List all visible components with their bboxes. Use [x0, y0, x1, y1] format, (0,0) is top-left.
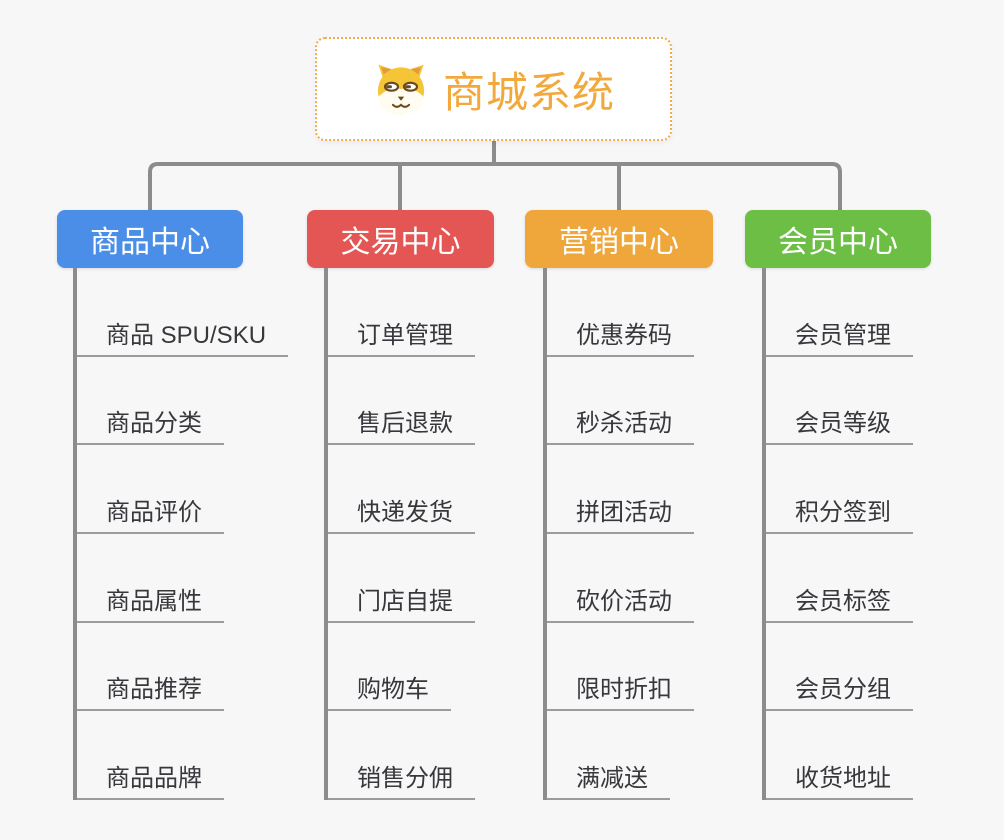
leaf-node[interactable]: 满减送 — [543, 758, 670, 801]
leaf-node[interactable]: 收货地址 — [762, 758, 913, 801]
branch-head-trade[interactable]: 交易中心 — [307, 210, 494, 268]
dog-face-icon — [377, 64, 425, 115]
leaf-node[interactable]: 销售分佣 — [324, 758, 475, 801]
root-title: 商城系统 — [442, 68, 615, 116]
leaf-row: 会员分组 — [762, 623, 913, 712]
leaf-row: 会员等级 — [762, 357, 913, 446]
leaf-node[interactable]: 会员管理 — [762, 315, 913, 357]
leaf-row: 秒杀活动 — [543, 357, 694, 446]
branch-children-trade: 订单管理 售后退款 快递发货 门店自提 购物车 销售分佣 — [324, 268, 475, 801]
leaf-row: 订单管理 — [324, 268, 475, 357]
leaf-row: 商品 SPU/SKU — [73, 268, 289, 357]
leaf-node[interactable]: 商品推荐 — [73, 669, 224, 712]
branch-head-marketing[interactable]: 营销中心 — [525, 210, 713, 268]
branch-children-product: 商品 SPU/SKU 商品分类 商品评价 商品属性 商品推荐 商品品牌 — [73, 268, 289, 801]
leaf-node[interactable]: 会员等级 — [762, 403, 913, 446]
leaf-node[interactable]: 商品 SPU/SKU — [73, 315, 289, 357]
leaf-node[interactable]: 商品品牌 — [73, 758, 224, 801]
leaf-row: 商品推荐 — [73, 623, 224, 712]
leaf-row: 购物车 — [324, 623, 451, 712]
branch-column-member: 会员中心 会员管理 会员等级 积分签到 会员标签 会员分组 收货地址 — [745, 210, 931, 801]
branch-column-product: 商品中心 商品 SPU/SKU 商品分类 商品评价 商品属性 商品推荐 商品品牌 — [57, 210, 289, 801]
leaf-node[interactable]: 商品属性 — [73, 581, 224, 623]
leaf-node[interactable]: 限时折扣 — [543, 669, 694, 712]
rail-with-outer-drops — [148, 162, 842, 210]
leaf-row: 优惠券码 — [543, 268, 694, 357]
branch-column-trade: 交易中心 订单管理 售后退款 快递发货 门店自提 购物车 销售分佣 — [307, 210, 494, 801]
leaf-node[interactable]: 拼团活动 — [543, 492, 694, 535]
leaf-node[interactable]: 会员分组 — [762, 669, 913, 712]
leaf-node[interactable]: 商品分类 — [73, 403, 224, 446]
leaf-row: 积分签到 — [762, 445, 913, 535]
leaf-row: 商品属性 — [73, 534, 224, 623]
leaf-row: 砍价活动 — [543, 534, 694, 623]
leaf-row: 商品评价 — [73, 445, 224, 535]
leaf-node[interactable]: 优惠券码 — [543, 315, 694, 357]
leaf-row: 会员标签 — [762, 534, 913, 623]
leaf-row: 拼团活动 — [543, 445, 694, 535]
leaf-node[interactable]: 商品评价 — [73, 492, 224, 535]
leaf-node[interactable]: 售后退款 — [324, 403, 475, 446]
branch-head-product[interactable]: 商品中心 — [57, 210, 243, 268]
leaf-node[interactable]: 门店自提 — [324, 581, 475, 623]
branch-children-member: 会员管理 会员等级 积分签到 会员标签 会员分组 收货地址 — [762, 268, 913, 801]
leaf-node[interactable]: 订单管理 — [324, 315, 475, 357]
root-node[interactable]: 商城系统 — [315, 37, 672, 141]
leaf-node[interactable]: 积分签到 — [762, 492, 913, 535]
leaf-row: 门店自提 — [324, 534, 475, 623]
leaf-node[interactable]: 砍价活动 — [543, 581, 694, 623]
leaf-row: 销售分佣 — [324, 711, 475, 801]
branch-children-marketing: 优惠券码 秒杀活动 拼团活动 砍价活动 限时折扣 满减送 — [543, 268, 694, 801]
branch-column-marketing: 营销中心 优惠券码 秒杀活动 拼团活动 砍价活动 限时折扣 满减送 — [525, 210, 713, 801]
leaf-node[interactable]: 购物车 — [324, 669, 451, 712]
branch-head-member[interactable]: 会员中心 — [745, 210, 931, 268]
leaf-node[interactable]: 秒杀活动 — [543, 403, 694, 446]
leaf-row: 满减送 — [543, 711, 670, 801]
leaf-row: 限时折扣 — [543, 623, 694, 712]
leaf-node[interactable]: 会员标签 — [762, 581, 913, 623]
leaf-row: 收货地址 — [762, 711, 913, 801]
leaf-node[interactable]: 快递发货 — [324, 492, 475, 535]
leaf-row: 会员管理 — [762, 268, 913, 357]
leaf-row: 商品分类 — [73, 357, 224, 446]
leaf-row: 快递发货 — [324, 445, 475, 535]
leaf-row: 售后退款 — [324, 357, 475, 446]
leaf-row: 商品品牌 — [73, 711, 224, 801]
